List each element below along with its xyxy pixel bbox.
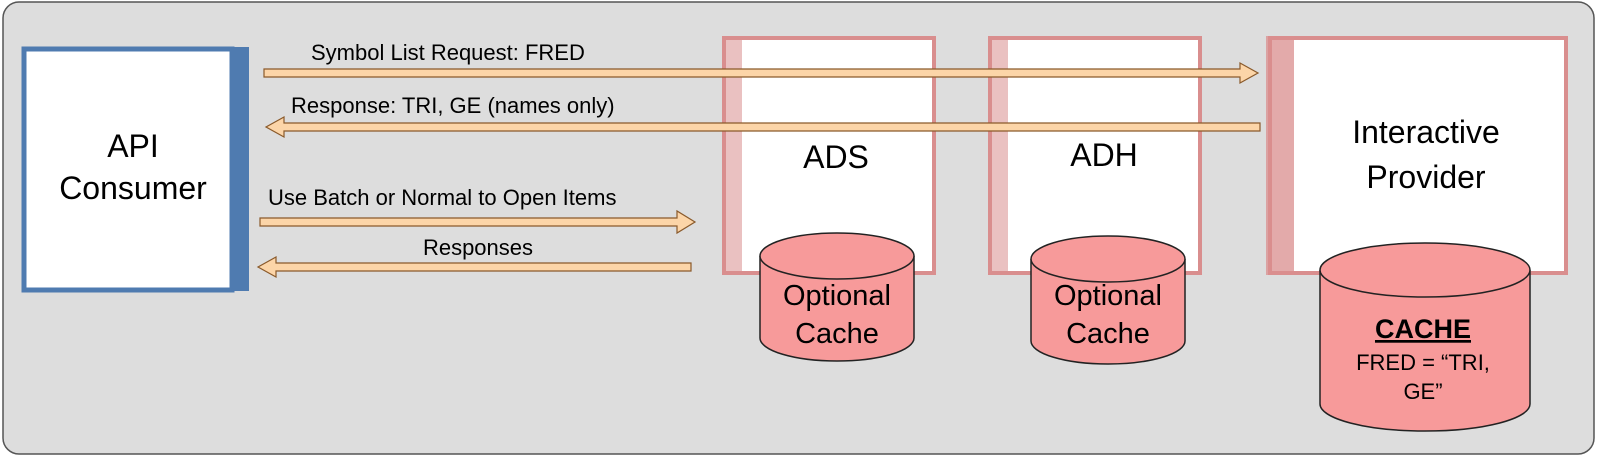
provider-label-line1: Interactive bbox=[1352, 114, 1500, 150]
ads-cache-body bbox=[759, 256, 915, 362]
ads-cache-label-line1: Optional bbox=[783, 280, 891, 312]
adh-label: ADH bbox=[1070, 137, 1138, 173]
ads-label: ADS bbox=[803, 139, 869, 175]
ads-side-bar bbox=[722, 36, 742, 275]
adh-cache-label-line1: Optional bbox=[1054, 280, 1162, 312]
request-label: Symbol List Request: FRED bbox=[311, 40, 585, 65]
response-arrow-shape bbox=[264, 115, 1261, 139]
adh-cache-cylinder: Optional Cache bbox=[1030, 235, 1186, 365]
adh-cache-label-line2: Cache bbox=[1066, 318, 1150, 350]
ads-cache-label-line2: Cache bbox=[795, 318, 879, 350]
response-arrow: Response: TRI, GE (names only) bbox=[264, 93, 1261, 139]
provider-cache-value-line1: FRED = “TRI, bbox=[1356, 350, 1490, 375]
ads-cache-cylinder: Optional Cache bbox=[759, 232, 915, 362]
provider-cache-top bbox=[1319, 242, 1531, 298]
provider-cache-title: CACHE bbox=[1375, 314, 1471, 344]
responses-label: Responses bbox=[423, 235, 533, 260]
open-items-arrow-shape bbox=[259, 209, 697, 235]
api-consumer-label-line2: Consumer bbox=[59, 170, 207, 206]
responses-arrow: Responses bbox=[256, 235, 692, 279]
provider-cache-body bbox=[1319, 270, 1531, 432]
request-arrow: Symbol List Request: FRED bbox=[263, 40, 1260, 85]
adh-side-bar bbox=[988, 36, 1008, 275]
responses-arrow-shape bbox=[256, 255, 692, 279]
api-consumer-box: API Consumer bbox=[21, 46, 249, 293]
response-label: Response: TRI, GE (names only) bbox=[291, 93, 615, 118]
provider-label-line2: Provider bbox=[1366, 159, 1486, 195]
provider-side-bar bbox=[1266, 36, 1294, 275]
adh-cache-top bbox=[1030, 235, 1186, 283]
open-items-label: Use Batch or Normal to Open Items bbox=[268, 185, 616, 210]
api-consumer-frame bbox=[21, 46, 235, 293]
adh-cache-body bbox=[1030, 259, 1186, 365]
open-items-arrow: Use Batch or Normal to Open Items bbox=[259, 185, 697, 235]
ads-cache-top bbox=[759, 232, 915, 280]
provider-frame bbox=[1268, 36, 1568, 275]
provider-cache-cylinder: CACHE FRED = “TRI, GE” bbox=[1319, 242, 1531, 432]
interactive-provider-box: Interactive Provider bbox=[1266, 36, 1568, 275]
provider-cache-value-line2: GE” bbox=[1403, 379, 1442, 404]
request-arrow-shape bbox=[263, 61, 1260, 85]
api-consumer-label-line1: API bbox=[107, 128, 159, 164]
